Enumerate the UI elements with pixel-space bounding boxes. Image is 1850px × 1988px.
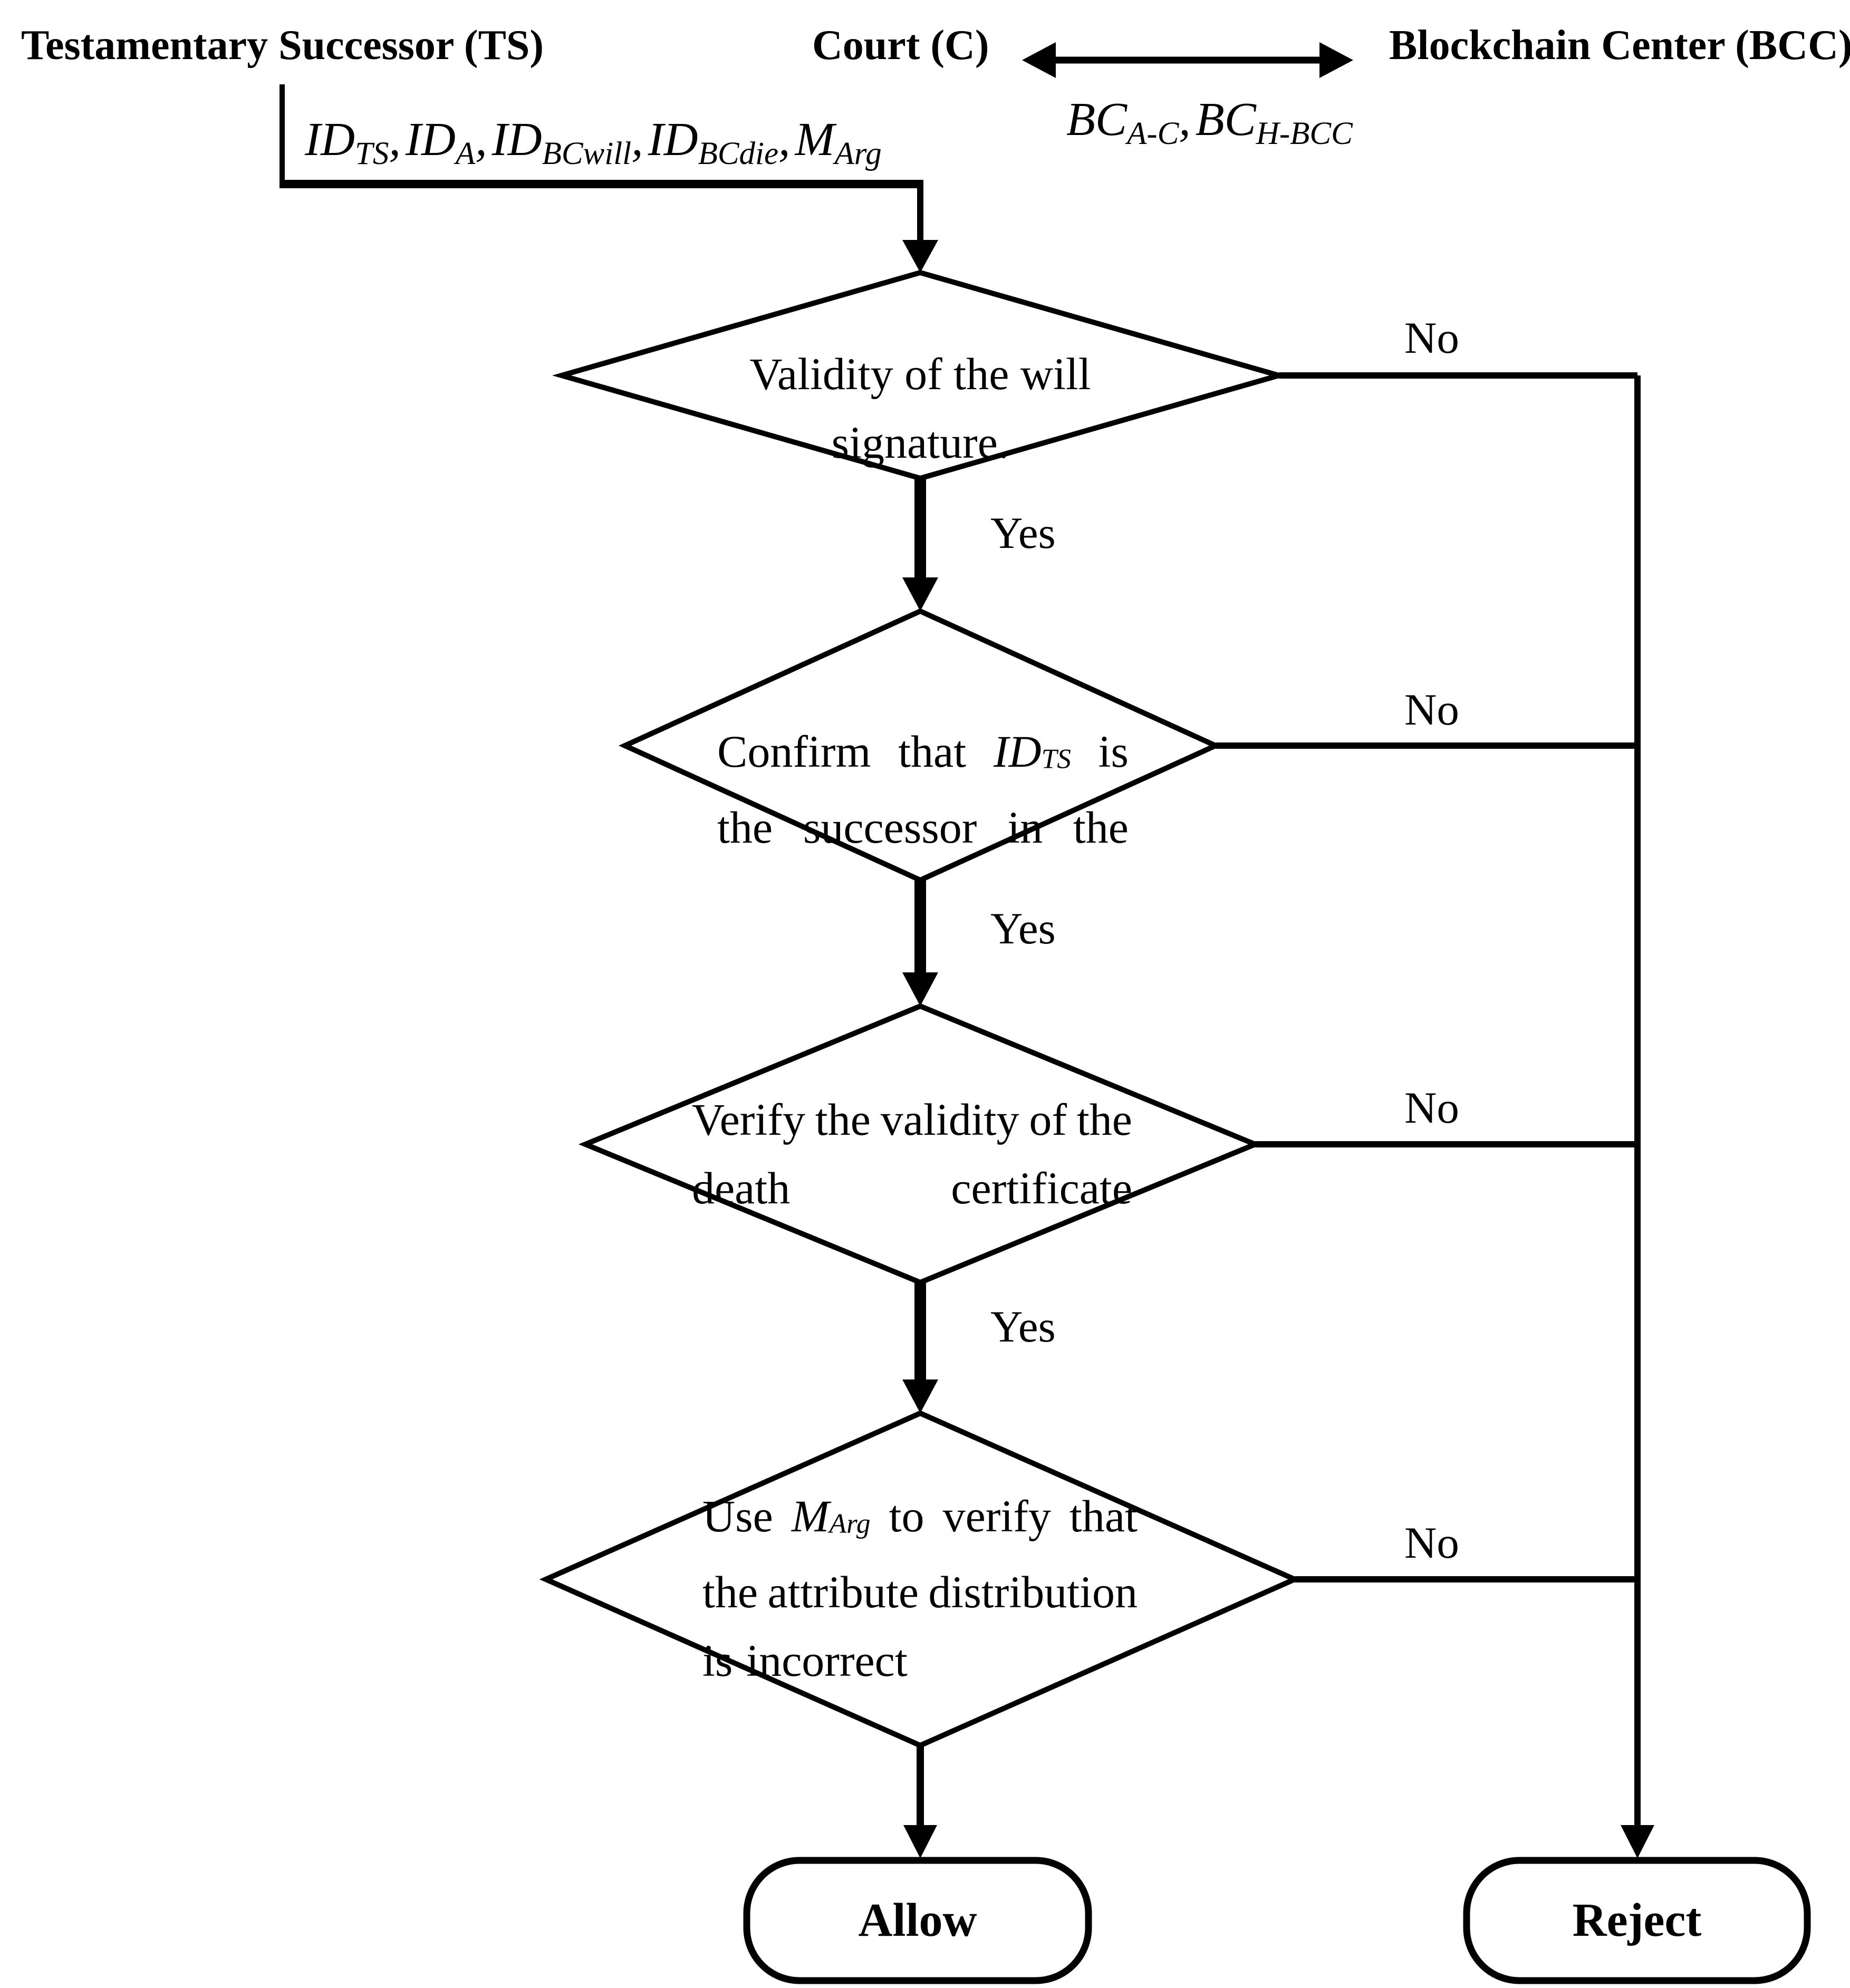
channel-arrow-left-head-icon [1022, 42, 1056, 78]
yes-arrow-1-head-icon [902, 577, 938, 611]
var-m-arg: MArg [791, 1491, 871, 1541]
allow-arrow [903, 1745, 937, 1858]
decision-3-line-2: death certificate [692, 1163, 1132, 1213]
yes-arrow-2 [902, 880, 938, 1006]
channel-arrow-right-head-icon [1319, 42, 1353, 78]
allow-arrow-head-icon [903, 1825, 937, 1858]
decision-2-text: Confirm that IDTS is the successor in th… [717, 717, 1129, 862]
no-label-3: No [1404, 1083, 1459, 1133]
party-label-bcc: Blockchain Center (BCC) [1389, 22, 1850, 69]
decision-2-line-2: the successor in the [717, 802, 1129, 853]
decision-4-text: Use MArg to verify that the attribute di… [702, 1482, 1138, 1695]
party-label-court: Court (C) [812, 22, 989, 69]
no-label-2: No [1404, 685, 1459, 735]
message-param-3: IDBCwill [492, 113, 632, 172]
reject-box [1463, 1857, 1811, 1984]
allow-terminal-label: Allow [858, 1894, 977, 1946]
allow-box [743, 1857, 1092, 1984]
decision-4-line-2: the attribute distribution [702, 1566, 1138, 1617]
decision-diamond-4 [539, 1410, 1302, 1749]
var-id-ts: IDTS [993, 726, 1071, 777]
no-label-1: No [1404, 313, 1459, 363]
yes-label-2: Yes [990, 904, 1056, 953]
yes-arrow-3 [902, 1282, 938, 1413]
decision-3-text: Verify the validity of the death certifi… [692, 1085, 1132, 1222]
decision-diamond-2 [618, 608, 1222, 883]
message-connector [280, 84, 938, 273]
channel-key-2: BCH-BCC [1195, 93, 1353, 152]
message-param-5: MArg [795, 113, 882, 172]
decision-3-line-1: Verify the validity of the [692, 1094, 1132, 1145]
decision-4-line-3: is incorrect [702, 1635, 908, 1686]
decision-diamond-3 [578, 1003, 1263, 1286]
message-param-2: IDA [405, 113, 476, 172]
decision-diamond-1 [552, 269, 1289, 481]
decision-2-line-1: Confirm that IDTS is [717, 717, 1129, 793]
channel-double-arrow [1022, 42, 1353, 78]
message-arrowhead-icon [902, 240, 938, 273]
message-params-label: IDTS,IDA,IDBCwill,IDBCdie,MArg [305, 113, 882, 172]
channel-keys-label: BCA-C,BCH-BCC [1066, 93, 1353, 152]
decision-1-text: Validity of the will signature. [749, 349, 1091, 468]
reject-rail-arrowhead-icon [1621, 1825, 1654, 1858]
yes-label-3: Yes [990, 1302, 1056, 1352]
channel-key-1: BCA-C [1066, 93, 1179, 152]
yes-arrow-1 [902, 478, 938, 611]
message-param-4: IDBCdie [648, 113, 779, 172]
no-label-4: No [1404, 1518, 1459, 1568]
reject-terminal-label: Reject [1572, 1894, 1702, 1946]
yes-arrow-3-head-icon [902, 1379, 938, 1413]
decision-4-line-1: Use MArg to verify that [702, 1482, 1138, 1558]
message-param-1: IDTS [305, 113, 389, 172]
yes-arrow-2-head-icon [902, 972, 938, 1006]
party-label-ts: Testamentary Successor (TS) [21, 22, 544, 69]
yes-label-1: Yes [990, 508, 1056, 558]
